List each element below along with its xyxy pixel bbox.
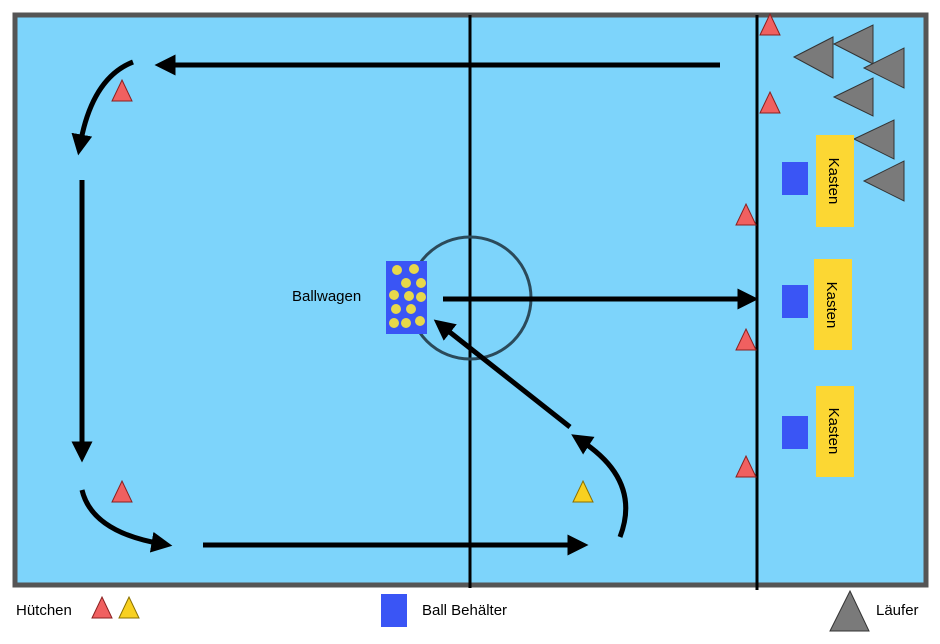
cone-icon xyxy=(735,327,757,351)
ballwagen-label: Ballwagen xyxy=(292,288,361,305)
yellow-cone-icon xyxy=(118,595,140,619)
runners xyxy=(792,24,905,202)
red-cones xyxy=(111,12,781,503)
container-icon xyxy=(782,416,808,449)
arrow-curve-bottom-left xyxy=(79,489,173,553)
kasten-boxes: Kasten Kasten Kasten xyxy=(814,135,854,477)
cone-icon xyxy=(111,78,133,102)
arrow-curve-top-left xyxy=(71,59,134,156)
container-icon xyxy=(782,285,808,318)
cone-icon xyxy=(759,12,781,36)
runner-legend-icon xyxy=(829,589,870,632)
cone-icon xyxy=(111,479,133,503)
arrow-diagonal xyxy=(433,319,572,429)
kasten-box xyxy=(816,386,854,477)
runner-icon xyxy=(862,47,905,89)
balls xyxy=(389,264,426,328)
legend: Hütchen Ball Behälter Läufer xyxy=(16,589,919,632)
ball-containers xyxy=(782,162,808,449)
red-cone-icon xyxy=(91,595,113,619)
kasten-box xyxy=(814,259,852,350)
runner-icon xyxy=(832,77,874,117)
container-icon xyxy=(782,162,808,195)
cone-icon xyxy=(759,90,781,114)
legend-runner-label: Läufer xyxy=(876,602,919,619)
cone-icon xyxy=(572,479,594,503)
kasten-label: Kasten xyxy=(825,158,842,205)
kasten-box xyxy=(816,135,854,227)
cone-icon xyxy=(735,202,757,226)
kasten-label: Kasten xyxy=(825,408,842,455)
kasten-label: Kasten xyxy=(823,282,840,329)
runner-icon xyxy=(792,36,834,79)
run-path xyxy=(71,54,759,556)
arrow-curve-bottom-right xyxy=(571,434,629,538)
runner-icon xyxy=(832,24,874,65)
container-legend-icon xyxy=(381,594,407,627)
runner-icon xyxy=(862,160,905,202)
runner-icon xyxy=(852,119,895,160)
legend-cones-label: Hütchen xyxy=(16,602,72,619)
legend-container-label: Ball Behälter xyxy=(422,602,507,619)
cone-icon xyxy=(735,454,757,478)
